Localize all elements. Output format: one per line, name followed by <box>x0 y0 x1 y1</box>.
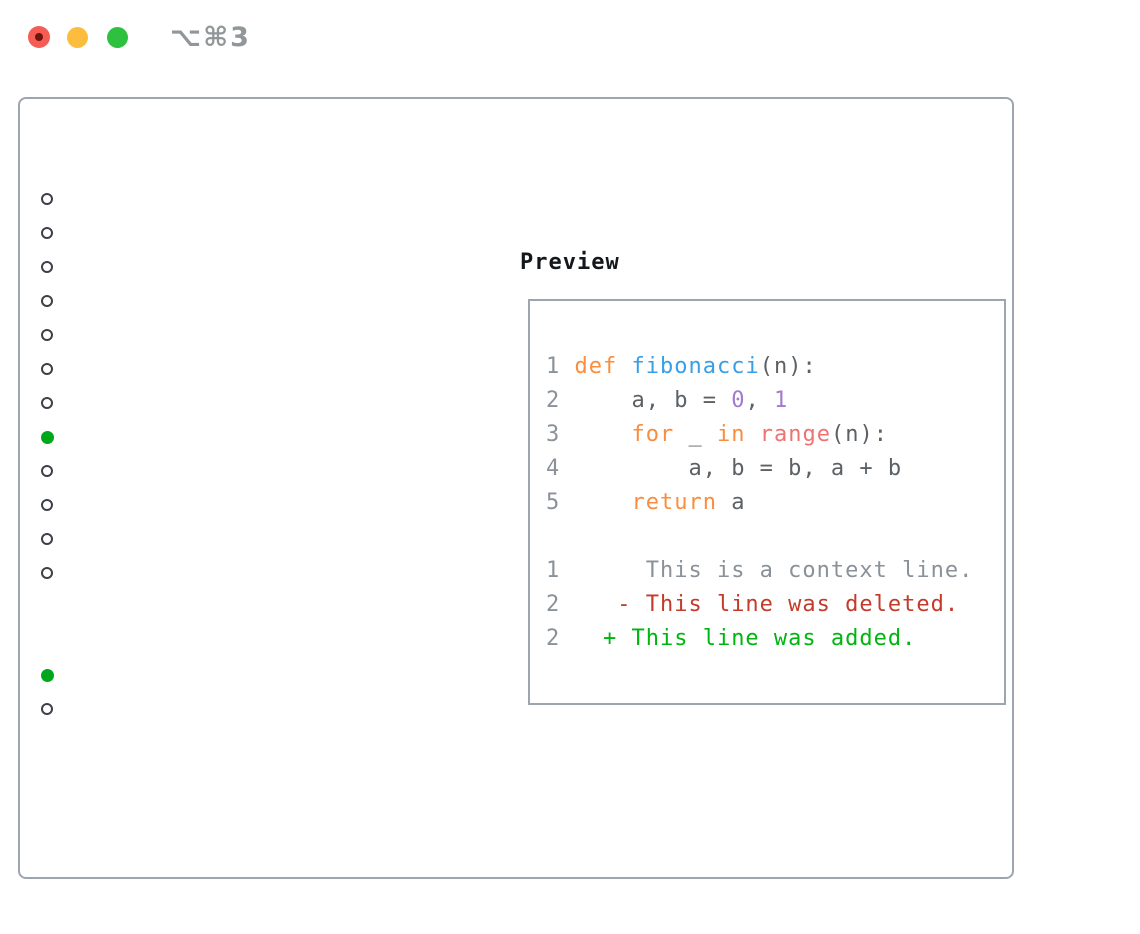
window-title: ⌥⌘3 <box>170 22 251 53</box>
marker-cell <box>40 193 68 205</box>
theme-option-ansi-light[interactable] <box>40 386 82 420</box>
radio-unselected-icon <box>41 465 53 477</box>
code-segment-pl <box>617 354 631 379</box>
code-line: 1 def fibonacci(n): <box>546 350 1004 384</box>
code-segment-nm: 1 <box>773 388 789 413</box>
minimize-button[interactable] <box>67 27 88 48</box>
theme-option-ayu-light[interactable] <box>40 420 82 454</box>
code-segment-pl: a <box>716 490 746 515</box>
marker-cell <box>40 329 68 341</box>
radio-selected-icon <box>41 430 54 444</box>
code-segment-ln: 1 <box>546 354 561 379</box>
spacer <box>40 726 82 760</box>
marker-cell <box>40 499 68 511</box>
marker-cell <box>40 227 68 239</box>
code-line: 1 This is a context line. <box>546 554 1004 588</box>
theme-option-ayu[interactable] <box>40 250 82 284</box>
marker-cell <box>40 295 68 307</box>
code-segment-kw: return <box>631 490 717 515</box>
code-segment-cl: range <box>759 422 831 447</box>
code-blank-line <box>546 520 1004 554</box>
theme-list-panel <box>40 148 82 828</box>
help-text-line <box>40 760 82 794</box>
zoom-button[interactable] <box>107 27 128 48</box>
code-segment-pl: a, b = <box>560 388 732 413</box>
radio-unselected-icon <box>41 567 53 579</box>
marker-cell <box>40 703 68 715</box>
radio-unselected-icon <box>41 363 53 375</box>
radio-unselected-icon <box>41 533 53 545</box>
theme-list-header <box>40 148 82 182</box>
code-segment-ln: 5 <box>546 490 561 515</box>
code-segment-pl <box>560 422 631 447</box>
theme-option-xcode[interactable] <box>40 556 82 590</box>
marker-cell <box>40 430 68 444</box>
code-segment-pl <box>560 354 574 379</box>
code-segment-pl: (n): <box>759 354 817 379</box>
marker-cell <box>40 567 68 579</box>
theme-option-github-light[interactable] <box>40 488 82 522</box>
theme-option-default-light[interactable] <box>40 454 82 488</box>
code-segment-nm: 0 <box>731 388 746 413</box>
radio-unselected-icon <box>41 499 53 511</box>
theme-option-atom-one[interactable] <box>40 216 82 250</box>
radio-unselected-icon <box>41 261 53 273</box>
code-line: 4 a, b = b, a + b <box>546 452 1004 486</box>
code-line: 5 return a <box>546 486 1004 520</box>
code-segment-ln: 2 <box>546 592 561 617</box>
radio-unselected-icon <box>41 295 53 307</box>
radio-unselected-icon <box>41 397 53 409</box>
code-segment-pl: , <box>745 388 774 413</box>
radio-unselected-icon <box>41 329 53 341</box>
radio-unselected-icon <box>41 703 53 715</box>
marker-cell <box>40 397 68 409</box>
theme-option-default[interactable] <box>40 284 82 318</box>
theme-option-dracula[interactable] <box>40 318 82 352</box>
code-segment-ln: 2 <box>546 388 561 413</box>
code-segment-kw: def <box>574 354 618 379</box>
marker-cell <box>40 668 68 682</box>
code-segment-pl: a, b = b, a + b <box>560 456 903 481</box>
code-segment-pl: _ <box>674 422 717 447</box>
code-segment-add: + This line was added. <box>560 626 917 651</box>
theme-selector-window: Preview 1 def fibonacci(n):2 a, b = 0, 1… <box>18 97 1014 879</box>
code-segment-ctx: This is a context line. <box>560 558 974 583</box>
help-text-line <box>40 794 82 828</box>
code-segment-kw: for <box>631 422 675 447</box>
code-line: 2 - This line was deleted. <box>546 588 1004 622</box>
code-line: 2 a, b = 0, 1 <box>546 384 1004 418</box>
code-line: 3 for _ in range(n): <box>546 418 1004 452</box>
code-segment-del: - This line was deleted. <box>560 592 960 617</box>
code-segment-ln: 2 <box>546 626 561 651</box>
apply-to-header <box>40 624 82 658</box>
code-segment-kw: in <box>716 422 746 447</box>
preview-header: Preview <box>520 249 620 275</box>
code-segment-ln: 4 <box>546 456 561 481</box>
code-segment-pl: (n): <box>830 422 888 447</box>
theme-option-github[interactable] <box>40 352 82 386</box>
code-segment-ln: 1 <box>546 558 561 583</box>
titlebar: ⌥⌘3 <box>0 0 1140 70</box>
close-button[interactable] <box>28 26 50 48</box>
apply-option-user-settings[interactable] <box>40 658 82 692</box>
radio-selected-icon <box>41 668 54 682</box>
marker-cell <box>40 363 68 375</box>
theme-option-google-code[interactable] <box>40 522 82 556</box>
code-segment-fn: fibonacci <box>631 354 760 379</box>
theme-option-ansi[interactable] <box>40 182 82 216</box>
marker-cell <box>40 465 68 477</box>
code-line: 2 + This line was added. <box>546 622 1004 656</box>
code-segment-pl <box>560 490 631 515</box>
radio-unselected-icon <box>41 227 53 239</box>
radio-unselected-icon <box>41 193 53 205</box>
marker-cell <box>40 261 68 273</box>
code-segment-pl <box>745 422 759 447</box>
close-dot-icon <box>35 33 43 41</box>
code-segment-ln: 3 <box>546 422 561 447</box>
marker-cell <box>40 533 68 545</box>
apply-option-workspace-settings[interactable] <box>40 692 82 726</box>
spacer <box>40 590 82 624</box>
